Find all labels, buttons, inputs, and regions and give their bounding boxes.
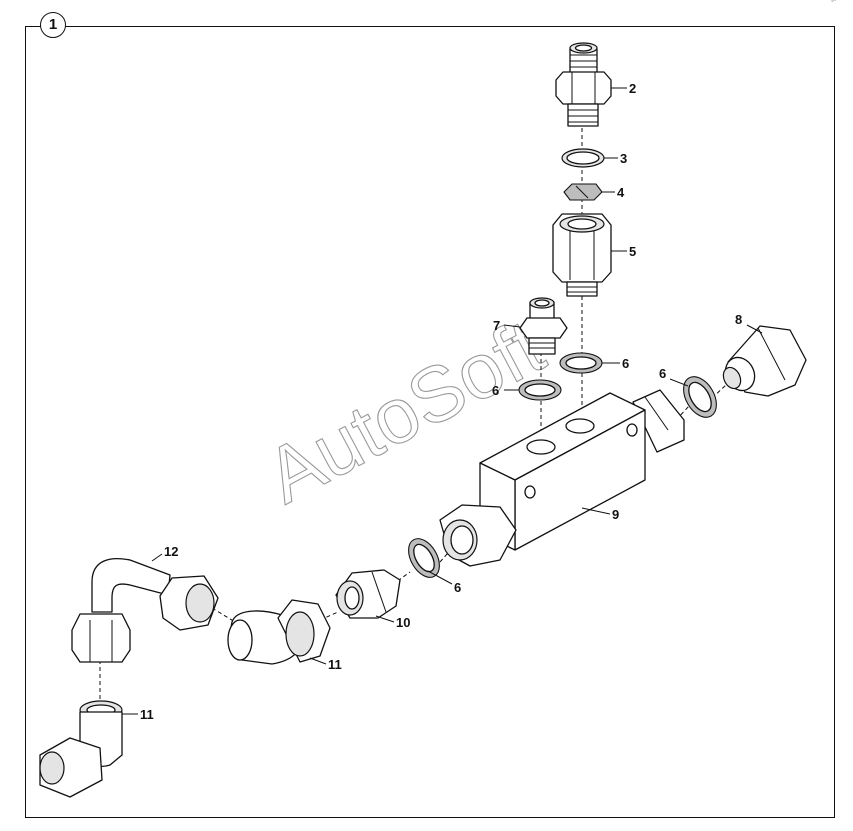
leader-6d <box>427 570 453 585</box>
part-2-adapter <box>555 42 612 127</box>
part-9-side-port <box>439 504 517 567</box>
part-11-elbow-lower <box>39 700 123 798</box>
part-10-connector <box>335 569 401 619</box>
callout-label: 12 <box>164 544 178 559</box>
leader-10 <box>375 615 395 623</box>
callout-label: 11 <box>328 657 342 672</box>
callout-label: 6 <box>492 383 499 398</box>
group-number-badge: 1 <box>40 12 66 38</box>
part-6-seal-upper-left <box>518 379 562 401</box>
callout-label: 9 <box>612 507 619 522</box>
leader-9 <box>581 507 611 515</box>
part-5-union-nut <box>552 213 612 297</box>
part-11-elbow-middle <box>227 599 331 665</box>
callout-label: 8 <box>735 312 742 327</box>
leader-6b <box>669 378 689 387</box>
leader-12 <box>151 553 163 562</box>
part-4-plug <box>563 183 603 201</box>
part-12-pipe <box>71 558 219 663</box>
part-6-seal-right <box>683 376 717 418</box>
callout-label: 5 <box>629 244 636 259</box>
callout-label: 7 <box>493 318 500 333</box>
callout-label: 4 <box>617 185 625 200</box>
diagram-frame <box>25 26 835 818</box>
leader-11a <box>309 657 327 665</box>
part-7-straight-fitting <box>519 297 568 355</box>
leader-7 <box>503 324 521 328</box>
centerline-seal-lower <box>439 544 456 563</box>
leader-8 <box>746 324 763 334</box>
part-6-seal-lower <box>408 538 440 578</box>
part-6-seal-upper-right <box>559 352 603 374</box>
callout-label: 10 <box>396 615 410 630</box>
callout-label: 6 <box>454 580 461 595</box>
centerline-bend-left <box>211 607 241 626</box>
callout-label: 3 <box>620 151 627 166</box>
corner-mark: °˜ <box>831 0 837 7</box>
callout-label: 11 <box>140 707 154 722</box>
callout-label: 6 <box>622 356 629 371</box>
callout-label: 6 <box>659 366 666 381</box>
part-8-union-fitting <box>722 325 807 397</box>
callout-label: 2 <box>629 81 636 96</box>
part-3-o-ring <box>561 148 605 168</box>
